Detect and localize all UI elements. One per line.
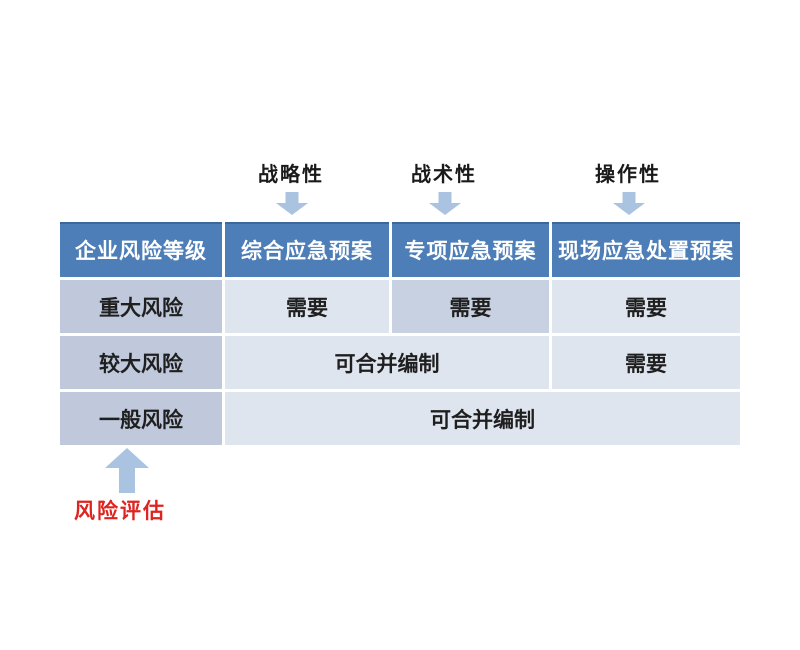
down-arrow-icon: [276, 192, 308, 215]
cell-major-onsite: 需要: [552, 280, 740, 333]
header-cell-comprehensive-plan: 综合应急预案: [225, 222, 389, 277]
row-general-risk-level: 一般风险: [60, 392, 222, 445]
header-cell-special-plan: 专项应急预案: [392, 222, 549, 277]
plan-type-label-operational: 操作性: [595, 162, 661, 186]
cell-larger-onsite: 需要: [552, 336, 740, 389]
plan-type-label-strategic: 战略性: [258, 162, 324, 186]
down-arrow-icon: [613, 192, 645, 215]
risk-plan-table: 企业风险等级 综合应急预案 专项应急预案 现场应急处置预案 重大风险 需要 需要…: [60, 222, 740, 445]
down-arrow-icon: [429, 192, 461, 215]
cell-larger-merged-plans: 可合并编制: [225, 336, 549, 389]
header-cell-risk-level: 企业风险等级: [60, 222, 222, 277]
cell-major-special-highlight: 需要: [392, 280, 549, 333]
row-major-risk-level: 重大风险: [60, 280, 222, 333]
cell-major-comprehensive: 需要: [225, 280, 389, 333]
plan-type-label-tactical: 战术性: [411, 162, 477, 186]
header-cell-onsite-plan: 现场应急处置预案: [552, 222, 740, 277]
risk-assessment-label: 风险评估: [74, 498, 166, 523]
up-arrow-icon: [105, 448, 149, 493]
cell-general-merged-plans: 可合并编制: [225, 392, 740, 445]
row-larger-risk-level: 较大风险: [60, 336, 222, 389]
